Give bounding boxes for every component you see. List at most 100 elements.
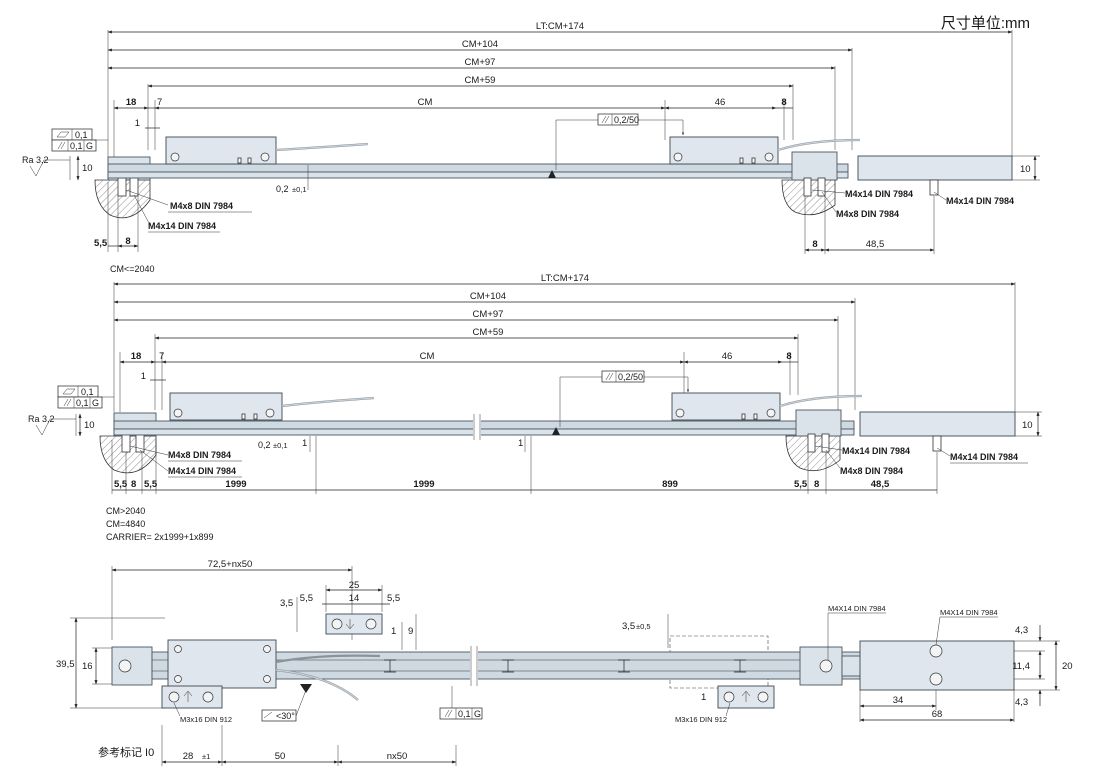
dim-1: 1 — [135, 118, 140, 129]
dim-48-5-2: 48,5 — [871, 479, 890, 490]
parallel-frame — [51, 139, 97, 152]
dim-1-bottom: 1 — [701, 692, 706, 703]
tol-ref: G — [86, 141, 93, 151]
dim-18: 18 — [126, 97, 137, 108]
dim-72-5: 72,5+nx50 — [208, 559, 253, 570]
view-2: LT:CM+174 CM+104 CM+97 CM+59 CM 18 7 46 … — [28, 273, 1042, 542]
dim-cm97-2: CM+97 — [473, 309, 504, 320]
par-tol-top: 0,1 — [458, 709, 471, 719]
dim-cm59-2: CM+59 — [473, 327, 504, 338]
dim-1c-2: 1 — [518, 438, 523, 449]
dim-lt-2: LT:CM+174 — [541, 273, 589, 284]
dim-3-5-b: 3,5 — [622, 621, 635, 632]
dim-39-5: 39,5 — [56, 659, 75, 670]
reading-head-top — [167, 639, 277, 689]
screw-m3x16-left: M3x16 DIN 912 — [180, 715, 232, 724]
dim-10-right-2: 10 — [1022, 420, 1033, 431]
end-housing — [857, 155, 1013, 181]
dim-10-2: 10 — [84, 420, 95, 431]
dim-cm: CM — [418, 97, 433, 108]
dim-68: 68 — [932, 709, 943, 720]
dim-3-5-b-tol: ±0,5 — [636, 622, 651, 631]
dim-5-5-top-right: 5,5 — [387, 593, 400, 604]
view-1: LT:CM+174 CM+104 CM+97 CM+59 CM 18 7 46 … — [22, 21, 1040, 274]
tol-parallel: 0,1 — [70, 141, 83, 151]
dim-10-right: 10 — [1020, 164, 1031, 175]
dim-7-2: 7 — [159, 351, 164, 362]
dim-cm59: CM+59 — [465, 75, 496, 86]
scale-rail — [107, 163, 849, 173]
screw-m4x14-mid-2: M4x14 DIN 7984 — [842, 446, 910, 456]
dim-34: 34 — [893, 695, 904, 706]
dim-10: 10 — [82, 163, 93, 174]
reference-mark-label: 参考标记 I0 — [98, 745, 154, 759]
screw-m4x14-right: M4x14 DIN 7984 — [946, 196, 1014, 206]
dim-nx50: nx50 — [387, 751, 408, 762]
gap-dim: 0,2 — [276, 184, 289, 194]
dim-7: 7 — [157, 97, 162, 108]
par-ref-top: G — [474, 709, 481, 719]
screw-m4x8-left-2: M4x8 DIN 7984 — [168, 450, 231, 460]
screw-m3x16-right: M3x16 DIN 912 — [675, 715, 727, 724]
gap-dim-2: 0,2 — [258, 440, 271, 450]
dim-46: 46 — [715, 97, 726, 108]
dim-8-c: 8 — [814, 479, 819, 490]
screw-m4x14-left: M4x14 DIN 7984 — [148, 221, 216, 231]
dim-50: 50 — [275, 751, 286, 762]
dim-cm104-2: CM+104 — [470, 291, 506, 302]
ra-label-2: Ra 3,2 — [28, 414, 55, 424]
note-carrier: CARRIER= 2x1999+1x899 — [106, 532, 214, 542]
ra-label: Ra 3,2 — [22, 155, 49, 165]
dim-8-right-2: 8 — [786, 351, 791, 362]
dim-8-left: 8 — [125, 236, 130, 247]
screw-m4x14-left-2: M4x14 DIN 7984 — [168, 466, 236, 476]
dim-25: 25 — [349, 580, 360, 591]
dim-cm97: CM+97 — [465, 57, 496, 68]
screw-m4x14-top-a: M4X14 DIN 7984 — [828, 604, 886, 613]
dim-3-5-a: 3,5 — [280, 598, 293, 609]
note-cm-eq: CM=4840 — [106, 519, 145, 529]
dim-11-4: 11,4 — [1012, 661, 1030, 672]
dim-5-5: 5,5 — [94, 238, 108, 249]
gap-tol-2: ±0,1 — [273, 441, 288, 450]
screw-m4x8-right: M4x8 DIN 7984 — [836, 209, 899, 219]
segment-1: 1999 — [225, 479, 246, 490]
dim-16: 16 — [82, 661, 93, 672]
dim-28: 28 — [183, 751, 194, 762]
segment-2: 1999 — [413, 479, 434, 490]
note-cm-gt: CM>2040 — [106, 506, 145, 516]
dim-14: 14 — [349, 593, 360, 604]
dim-cm104: CM+104 — [462, 39, 498, 50]
dim-5-5-top-left: 5,5 — [300, 593, 313, 604]
reading-head-left-2 — [169, 392, 283, 421]
dim-8-a: 8 — [131, 479, 136, 490]
end-housing-2 — [859, 411, 1016, 437]
tol-flatness-2: 0,1 — [81, 387, 94, 397]
screw-m4x8-right-2: M4x8 DIN 7984 — [840, 466, 903, 476]
screw-m4x14-right-2: M4x14 DIN 7984 — [950, 452, 1018, 462]
scale-rail-2 — [113, 420, 855, 430]
tol-ref-2: G — [92, 398, 99, 408]
dim-8-bottom: 8 — [812, 239, 817, 250]
dim-8-right: 8 — [781, 97, 786, 108]
dim-20: 20 — [1062, 661, 1073, 672]
dim-18-2: 18 — [131, 351, 142, 362]
reading-head-left — [165, 136, 277, 165]
dim-48-5: 48,5 — [866, 239, 885, 250]
unit-label: 尺寸单位:mm — [941, 15, 1030, 32]
reading-head-right — [669, 136, 779, 165]
tol-rail-parallel: 0,2/50 — [614, 115, 639, 125]
note-cm-le: CM<=2040 — [110, 264, 155, 274]
screw-m4x14-top-b: M4X14 DIN 7984 — [940, 608, 998, 617]
angle-tol: <30° — [276, 711, 295, 721]
tol-parallel-2: 0,1 — [76, 398, 89, 408]
dim-cm-2: CM — [420, 351, 435, 362]
dim-1b-2: 1 — [302, 438, 307, 449]
reference-block-left — [161, 685, 223, 709]
screw-m4x8-left: M4x8 DIN 7984 — [170, 201, 233, 211]
gap-tol: ±0,1 — [292, 185, 307, 194]
screw-m4x14-mid: M4x14 DIN 7984 — [845, 189, 913, 199]
view-3: 72,5+nx50 25 5,5 14 5,5 3,5 1 9 3,5 ±0,5… — [56, 559, 1073, 766]
dim-9-top: 9 — [408, 626, 413, 637]
